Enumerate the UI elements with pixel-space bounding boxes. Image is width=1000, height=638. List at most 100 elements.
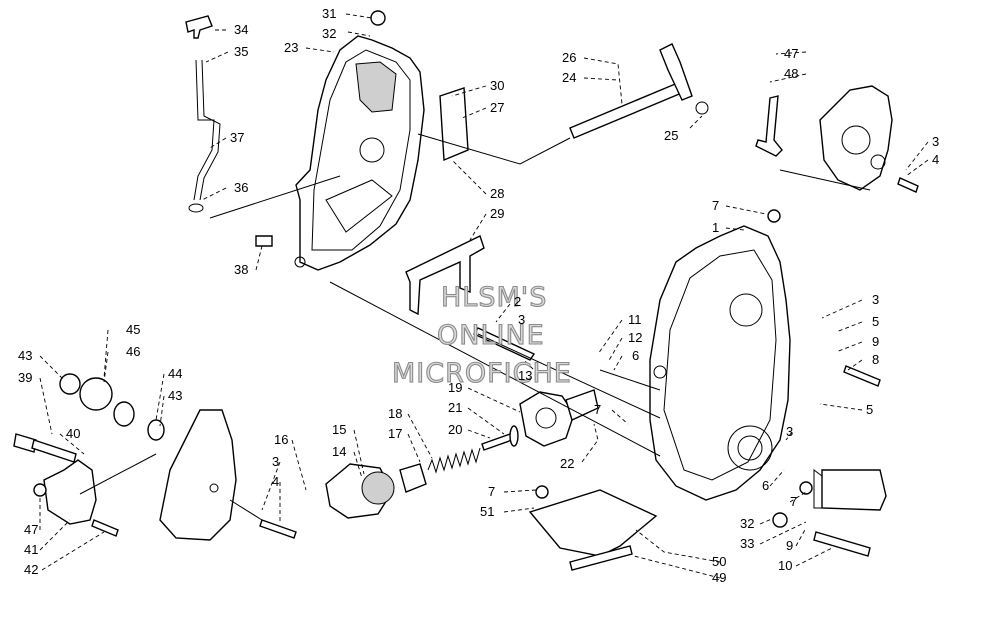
bolt-part [91,519,119,537]
bolt-part [472,327,536,361]
bearing-housing-part [819,85,893,191]
callout-5-right-a: 5 [872,314,879,329]
spring-part [427,447,481,474]
callout-30: 30 [490,78,504,93]
callout-24: 24 [562,70,576,85]
callout-43-left: 43 [18,348,32,363]
callout-7-right: 7 [790,494,797,509]
callout-28: 28 [490,186,504,201]
callout-42: 42 [24,562,38,577]
callout-3-top: 3 [932,134,939,149]
watermark-line-1: HLSM'S [441,282,547,313]
chain-guide-part [405,235,485,316]
bolt-part [813,531,871,557]
callout-3-housing: 3 [786,424,793,439]
callout-40: 40 [66,426,80,441]
callout-47-top: 47 [784,46,798,61]
callout-14: 14 [332,444,346,459]
bolt-part [13,433,37,453]
washer-part [147,419,165,441]
pin-part [481,433,513,451]
callout-13: 13 [518,368,532,383]
spacer-part [113,401,135,427]
callout-16: 16 [274,432,288,447]
callout-17: 17 [388,426,402,441]
plate-part [439,87,469,162]
nut-part [767,209,781,223]
callout-34: 34 [234,22,248,37]
callout-31: 31 [322,6,336,21]
callout-48: 48 [784,66,798,81]
callout-15: 15 [332,422,346,437]
callout-7-center: 7 [594,402,601,417]
callout-32: 32 [322,26,336,41]
callout-7-bottom: 7 [488,484,495,499]
callout-4-top: 4 [932,152,939,167]
washer-part [59,373,81,395]
callout-9-right: 9 [872,334,879,349]
callout-44: 44 [168,366,182,381]
callout-51: 51 [480,504,494,519]
chaincase-housing-part [649,225,791,501]
callout-1: 1 [712,220,719,235]
watermark: HLSM'S ONLINE MICROFICHE [391,281,572,389]
callout-18: 18 [388,406,402,421]
callout-22: 22 [560,456,574,471]
washer-part [509,425,519,447]
callout-11: 11 [628,312,642,327]
nut-part [535,485,549,499]
callout-21: 21 [448,400,462,415]
nut-part [370,10,386,26]
bearing-part [79,377,113,411]
callout-6-center: 6 [632,348,639,363]
callout-27: 27 [490,100,504,115]
callout-35: 35 [234,44,248,59]
nut-part [772,512,788,528]
callout-4-left: 4 [272,474,279,489]
bracket-part [755,95,783,157]
callout-23: 23 [284,40,298,55]
sprocket-part [813,469,887,511]
callout-32-bottom: 32 [740,516,754,531]
callout-2: 2 [514,294,521,309]
callout-labels: 34 35 37 36 31 32 23 30 27 28 29 26 24 2… [18,6,939,585]
chaincase-cover-part [294,35,425,271]
tensioner-body-part [519,389,599,447]
callout-39: 39 [18,370,32,385]
callout-37: 37 [230,130,244,145]
watermark-line-2: ONLINE [437,320,545,351]
drain-rod-part [185,15,221,213]
callout-3-right: 3 [872,292,879,307]
bolt-part [259,519,297,539]
callout-10: 10 [778,558,792,573]
callout-45: 45 [126,322,140,337]
skid-plate-part [528,489,658,557]
bearing-block-part [43,459,97,525]
callout-33: 33 [740,536,754,551]
callout-7-top: 7 [712,198,719,213]
bolt-part [569,545,633,571]
callout-9-bottom: 9 [786,538,793,553]
callout-8: 8 [872,352,879,367]
callout-26: 26 [562,50,576,65]
callout-25: 25 [664,128,678,143]
tensioner-part [325,463,427,519]
bolt-part [255,235,273,247]
callout-5-right-b: 5 [866,402,873,417]
callout-20: 20 [448,422,462,437]
bolt-shank-part [31,439,77,463]
callout-36: 36 [234,180,248,195]
callout-47-bottom: 47 [24,522,38,537]
callout-29: 29 [490,206,504,221]
callout-50: 50 [712,554,726,569]
callout-6-right: 6 [762,478,769,493]
watermark-line-3: MICROFICHE [392,358,572,389]
callout-41: 41 [24,542,38,557]
bolt-part [843,365,881,387]
callout-12: 12 [628,330,642,345]
callout-3-left: 3 [272,454,279,469]
drive-cover-part [159,409,237,541]
nut-part [33,483,47,497]
